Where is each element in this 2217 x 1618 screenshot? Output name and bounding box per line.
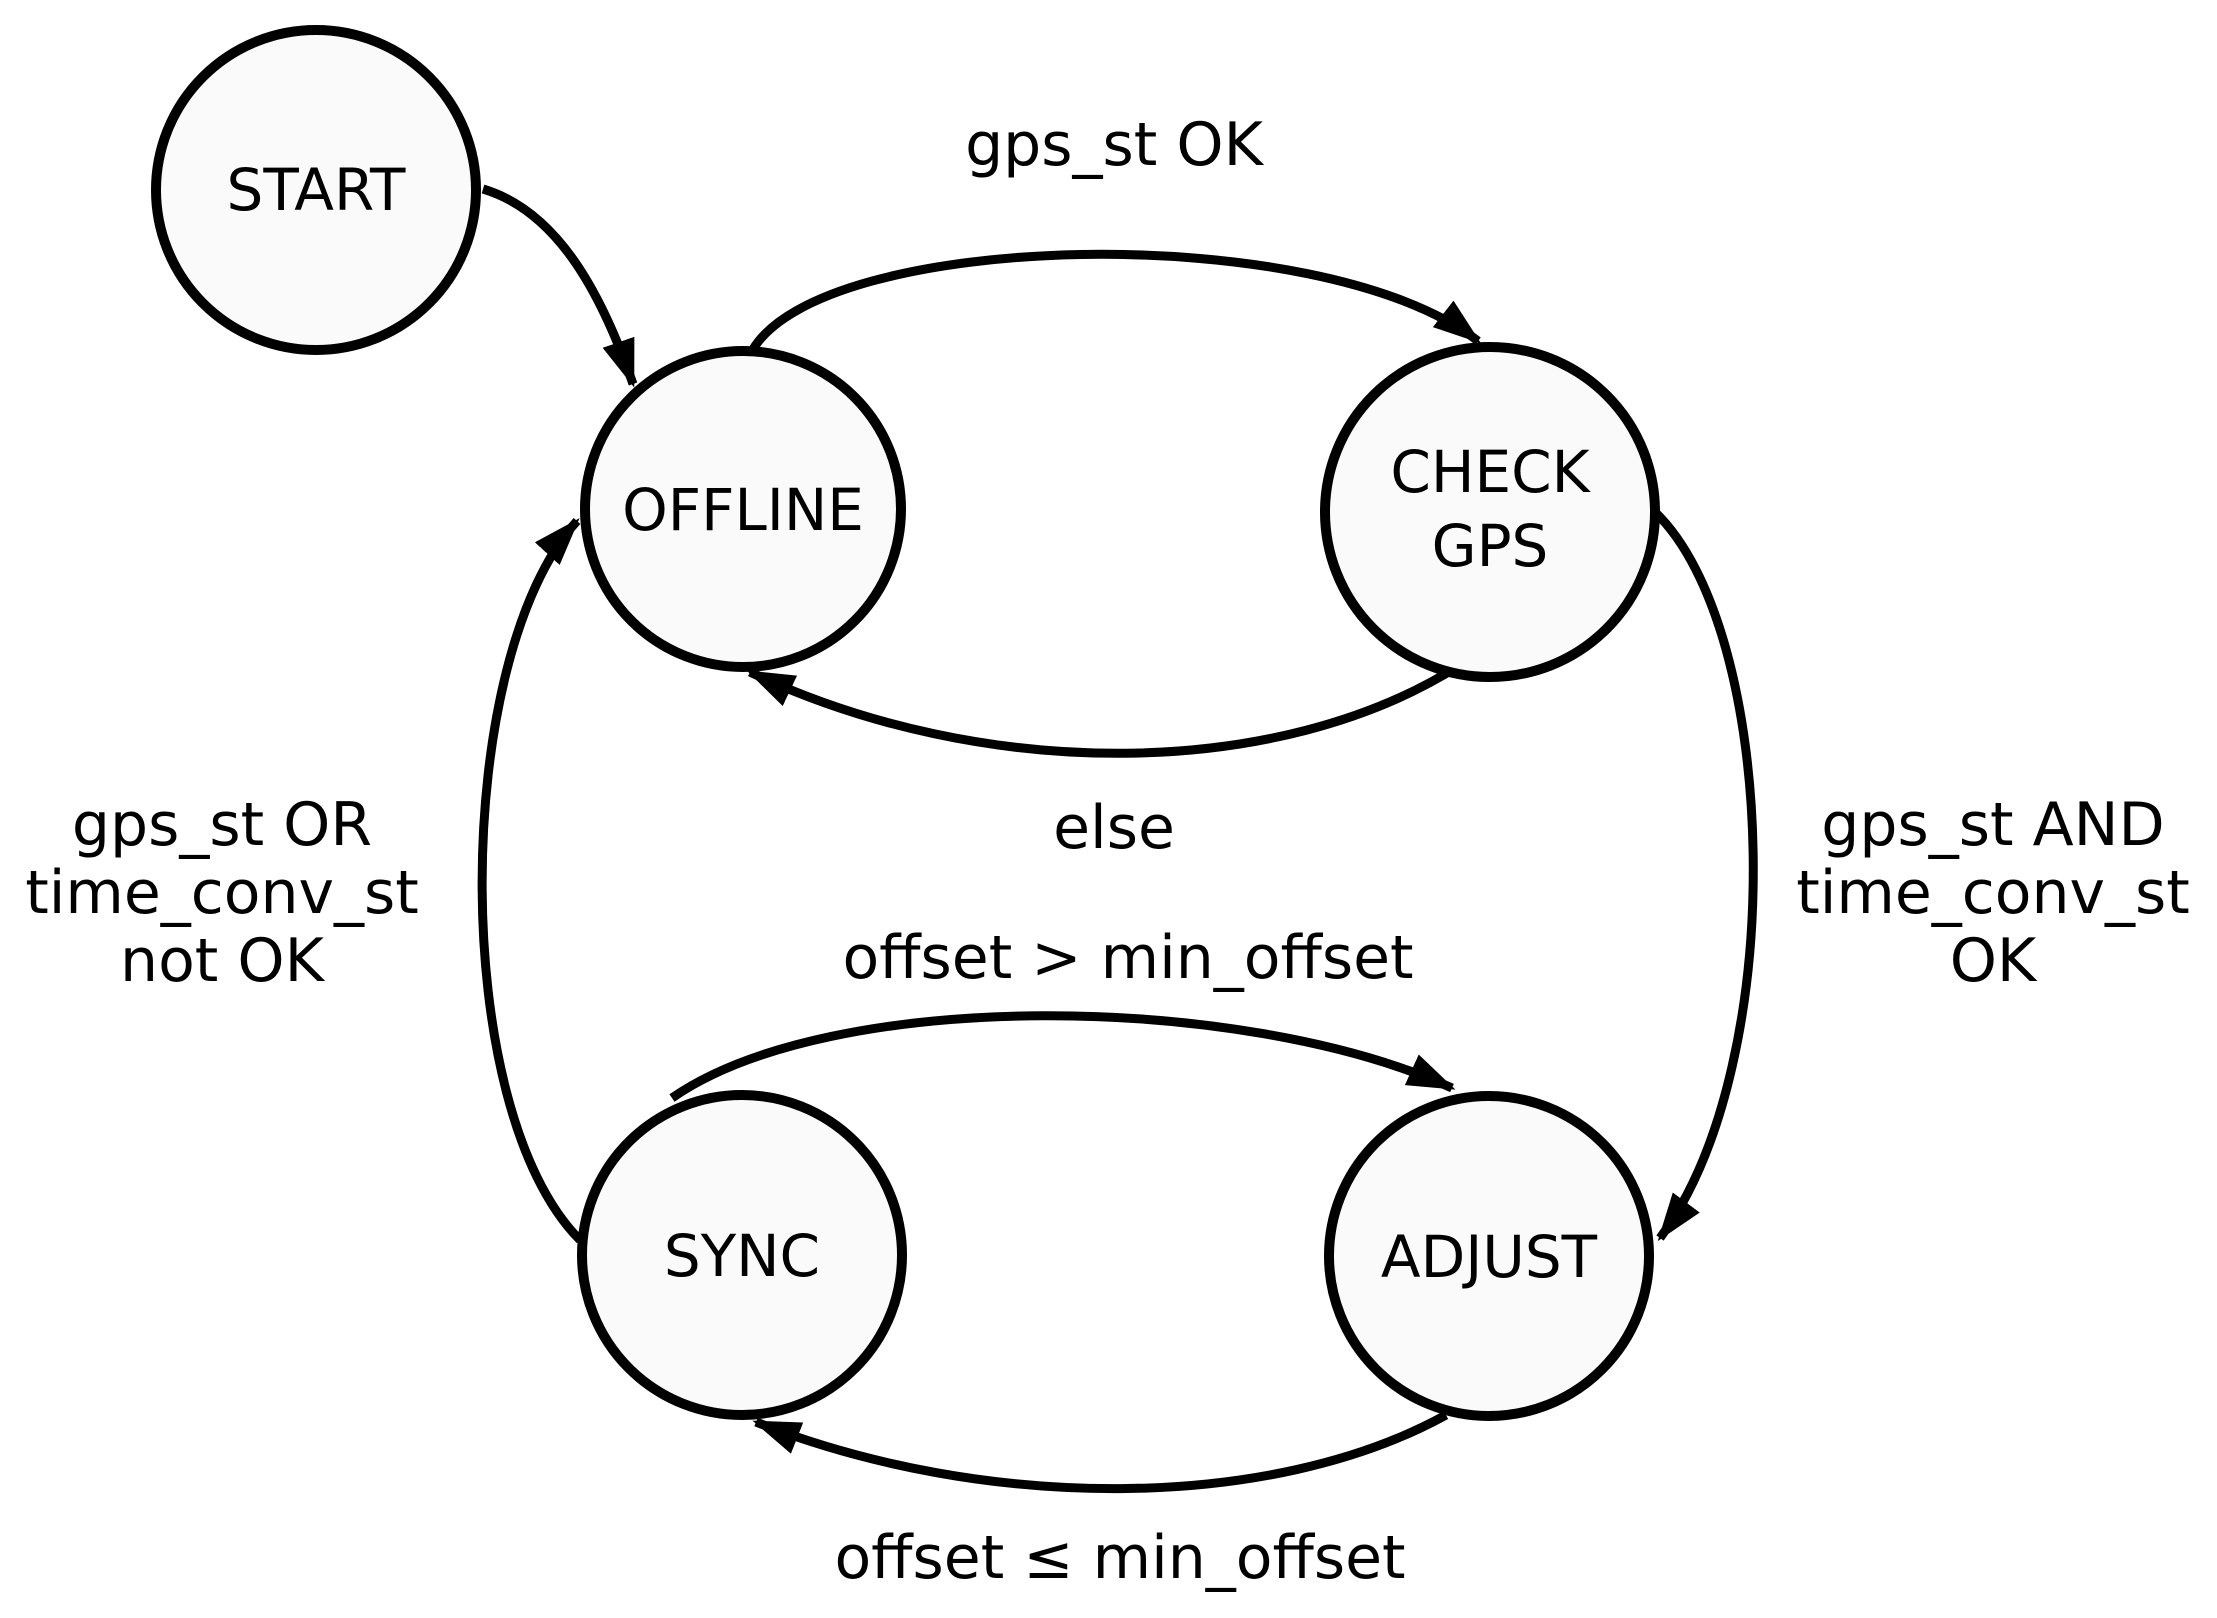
- state-node-start: START: [151, 25, 481, 355]
- edge-adjust-to-sync: [752, 1411, 1449, 1494]
- start-node-label: START: [227, 156, 406, 224]
- edge-label-gps-st-and-time-conv-st-ok: gps_st AND time_conv_st OK: [1796, 790, 2190, 996]
- nodes: START OFFLINE CHECK GPS SYNC ADJUST: [151, 25, 1660, 1421]
- edge-sync-to-adjust: [669, 1011, 1456, 1102]
- edge-start-to-offline: [481, 184, 638, 388]
- state-node-check-gps: CHECK GPS: [1320, 342, 1660, 682]
- edge-label-gps-st-or-time-conv-st-not-ok: gps_st OR time_conv_st not OK: [25, 790, 419, 996]
- state-node-sync: SYNC: [577, 1090, 907, 1420]
- sync-node-circle: [577, 1090, 907, 1420]
- edge-label-right-line2: time_conv_st: [1796, 858, 2190, 928]
- edge-label-right-line3: OK: [1950, 926, 2038, 996]
- start-node-circle: [151, 25, 481, 355]
- edge-labels: gps_st OK else gps_st AND time_conv_st O…: [25, 110, 2190, 1593]
- offline-node-label: OFFLINE: [622, 476, 864, 544]
- edge-label-offset-gt-min-offset: offset > min_offset: [842, 923, 1413, 993]
- edge-checkgps-to-offline: [746, 661, 1463, 758]
- check-gps-node-label-line2: GPS: [1432, 512, 1549, 580]
- edge-offline-to-checkgps: [748, 249, 1482, 354]
- adjust-node-label: ADJUST: [1381, 1223, 1598, 1291]
- offline-node-circle: [580, 346, 906, 672]
- edge-checkgps-to-adjust: [1651, 508, 1758, 1242]
- check-gps-node-circle: [1320, 342, 1660, 682]
- check-gps-node-label-line1: CHECK: [1390, 438, 1591, 506]
- state-node-adjust: ADJUST: [1324, 1091, 1654, 1421]
- edge-label-else: else: [1053, 793, 1175, 863]
- edge-label-gps-st-ok: gps_st OK: [965, 110, 1265, 180]
- edges: [477, 184, 1758, 1494]
- edge-label-left-line3: not OK: [120, 926, 326, 996]
- edge-label-offset-le-min-offset: offset ≤ min_offset: [834, 1523, 1405, 1593]
- edge-label-right-line1: gps_st AND: [1821, 790, 2164, 860]
- edge-label-left-line2: time_conv_st: [25, 858, 419, 928]
- edge-sync-to-offline: [477, 517, 584, 1244]
- adjust-node-circle: [1324, 1091, 1654, 1421]
- edge-label-left-line1: gps_st OR: [72, 790, 372, 860]
- state-node-offline: OFFLINE: [580, 346, 906, 672]
- sync-node-label: SYNC: [664, 1222, 820, 1290]
